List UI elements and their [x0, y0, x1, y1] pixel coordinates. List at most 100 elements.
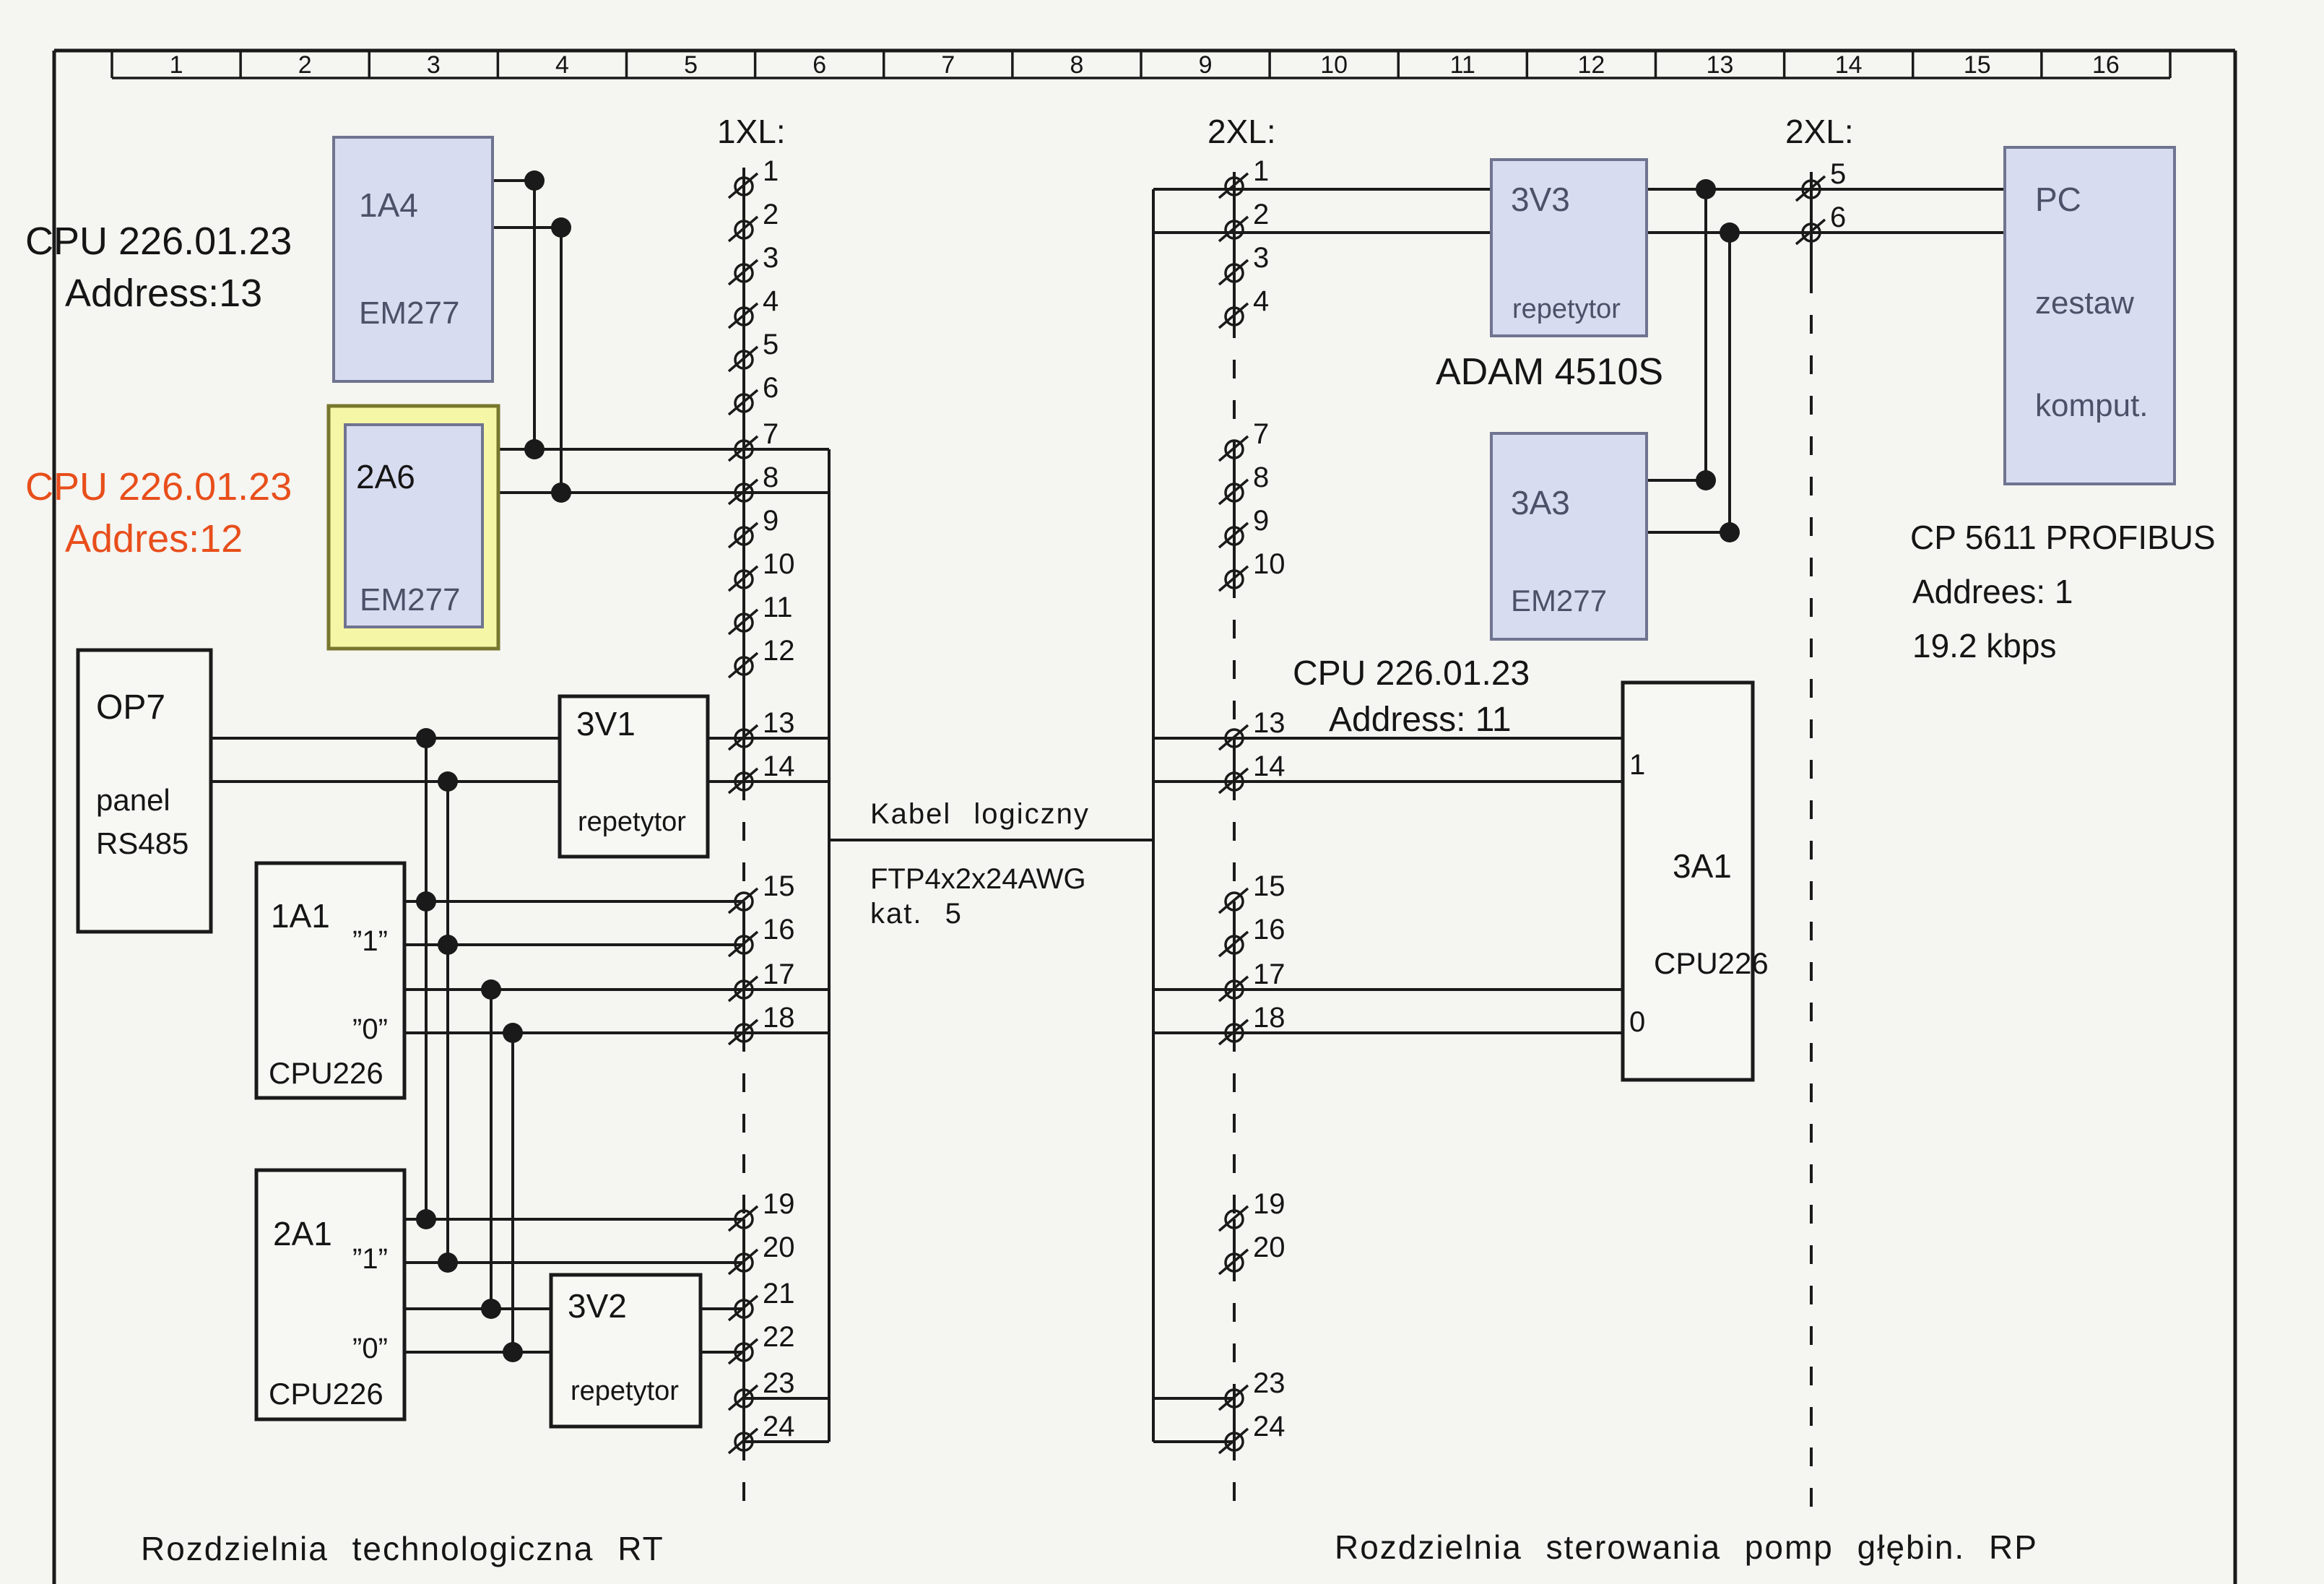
terminal-circle — [734, 771, 754, 792]
junction-dot — [503, 1342, 523, 1362]
terminal-circle — [734, 1299, 754, 1319]
terminal-circle — [1224, 1388, 1244, 1408]
terminal-circle — [734, 1209, 754, 1229]
terminal-circle — [1224, 306, 1244, 326]
terminal-slash — [727, 975, 759, 1003]
terminal-circle — [734, 979, 754, 1000]
terminal-slash — [727, 478, 759, 506]
terminal-circle — [1224, 1252, 1244, 1273]
terminal-slash — [727, 1018, 759, 1046]
terminal-slash — [727, 1205, 759, 1232]
terminal-circle — [734, 350, 754, 370]
terminal-slash — [727, 1294, 759, 1322]
terminal-circle — [734, 728, 754, 748]
label-strip-2xl: 2XL: — [1207, 113, 1276, 150]
terminal-circle — [734, 176, 754, 196]
terminal-number: 15 — [1253, 870, 1285, 902]
label-cpu12-line2: Addres:12 — [65, 517, 243, 561]
terminal-slash — [727, 724, 759, 751]
terminal-circle — [734, 263, 754, 283]
terminal-number: 17 — [763, 958, 795, 990]
terminal-number: 4 — [1253, 285, 1269, 317]
terminal-number: 23 — [1253, 1367, 1285, 1399]
terminal-circle — [734, 1342, 754, 1362]
junction-dot — [416, 891, 436, 912]
ruler-cell-number: 11 — [1450, 51, 1475, 79]
terminal-slash — [1218, 1427, 1249, 1455]
cpu-1a1 — [254, 861, 407, 1100]
terminal-slash — [727, 389, 759, 416]
terminal-slash — [1218, 259, 1249, 286]
terminal-number: 15 — [763, 870, 795, 902]
terminal-slash — [1218, 1018, 1249, 1046]
cpu-1a1-type: CPU226 — [269, 1056, 383, 1090]
module-2a6-type: EM277 — [360, 582, 460, 618]
terminal-slash — [1795, 175, 1826, 202]
repeater-3v2 — [549, 1273, 703, 1429]
module-1a4-type: EM277 — [359, 295, 459, 331]
terminal-number: 8 — [763, 462, 779, 493]
terminal-circle — [1224, 569, 1244, 589]
terminal-slash — [727, 345, 759, 373]
terminal-number: 18 — [763, 1002, 795, 1034]
terminal-circle — [734, 526, 754, 546]
terminal-number: 19 — [1253, 1188, 1285, 1220]
repeater-3v3-type: repetytor — [1512, 294, 1621, 324]
terminal-number: 10 — [1253, 548, 1285, 580]
terminal-slash — [1218, 302, 1249, 329]
cpu-2a1-one: ”1” — [352, 1243, 388, 1275]
junction-dot — [1696, 179, 1716, 199]
terminal-circle — [734, 656, 754, 676]
terminal-number: 5 — [763, 329, 779, 360]
terminal-slash — [727, 930, 759, 958]
terminal-number: 24 — [763, 1411, 795, 1442]
pc-label: PC — [2035, 181, 2081, 218]
terminal-number: 2 — [763, 199, 779, 230]
terminal-number: 4 — [763, 285, 779, 317]
terminal-number: 14 — [1253, 750, 1285, 782]
terminal-slash — [1218, 565, 1249, 592]
terminal-number: 13 — [763, 707, 795, 739]
label-cpu12-line1: CPU 226.01.23 — [25, 465, 292, 508]
terminal-circle — [734, 569, 754, 589]
cpu-2a1 — [254, 1168, 407, 1421]
terminal-number: 23 — [763, 1367, 795, 1399]
junction-dot — [438, 1252, 458, 1273]
terminal-number: 10 — [763, 548, 795, 580]
terminal-circle — [734, 1388, 754, 1408]
terminal-number: 2 — [1253, 199, 1269, 230]
terminal-circle — [734, 891, 754, 912]
terminal-slash — [727, 887, 759, 914]
terminal-circle — [1224, 176, 1244, 196]
terminal-circle — [1224, 1209, 1244, 1229]
label-cpu13-line1: CPU 226.01.23 — [25, 220, 292, 263]
terminal-slash — [1795, 218, 1826, 246]
terminal-number: 8 — [1253, 462, 1269, 493]
terminal-number: 21 — [763, 1278, 795, 1310]
terminal-number: 13 — [1253, 707, 1285, 739]
terminal-slash — [1218, 172, 1249, 199]
junction-dot — [481, 1299, 501, 1319]
label-strip-1xl: 1XL: — [717, 113, 786, 150]
terminal-slash — [1218, 1205, 1249, 1232]
terminal-slash — [1218, 724, 1249, 751]
pc-line2: zestaw — [2035, 285, 2134, 321]
terminal-number: 16 — [763, 914, 795, 945]
label-cable-line1: Kabel logiczny — [870, 798, 1090, 830]
terminal-strip: 56 — [1795, 158, 1846, 1520]
junction-dot — [438, 771, 458, 792]
terminal-number: 18 — [1253, 1002, 1285, 1034]
label-adam: ADAM 4510S — [1436, 351, 1663, 393]
terminal-slash — [727, 1427, 759, 1455]
cpu-3a1 — [1621, 680, 1755, 1082]
ruler-cell-number: 15 — [1964, 51, 1991, 79]
terminal-number: 1 — [1253, 155, 1269, 187]
terminal-circle — [1224, 728, 1244, 748]
terminal-number: 5 — [1830, 158, 1846, 190]
terminal-slash — [1218, 478, 1249, 506]
terminal-circle — [734, 482, 754, 503]
